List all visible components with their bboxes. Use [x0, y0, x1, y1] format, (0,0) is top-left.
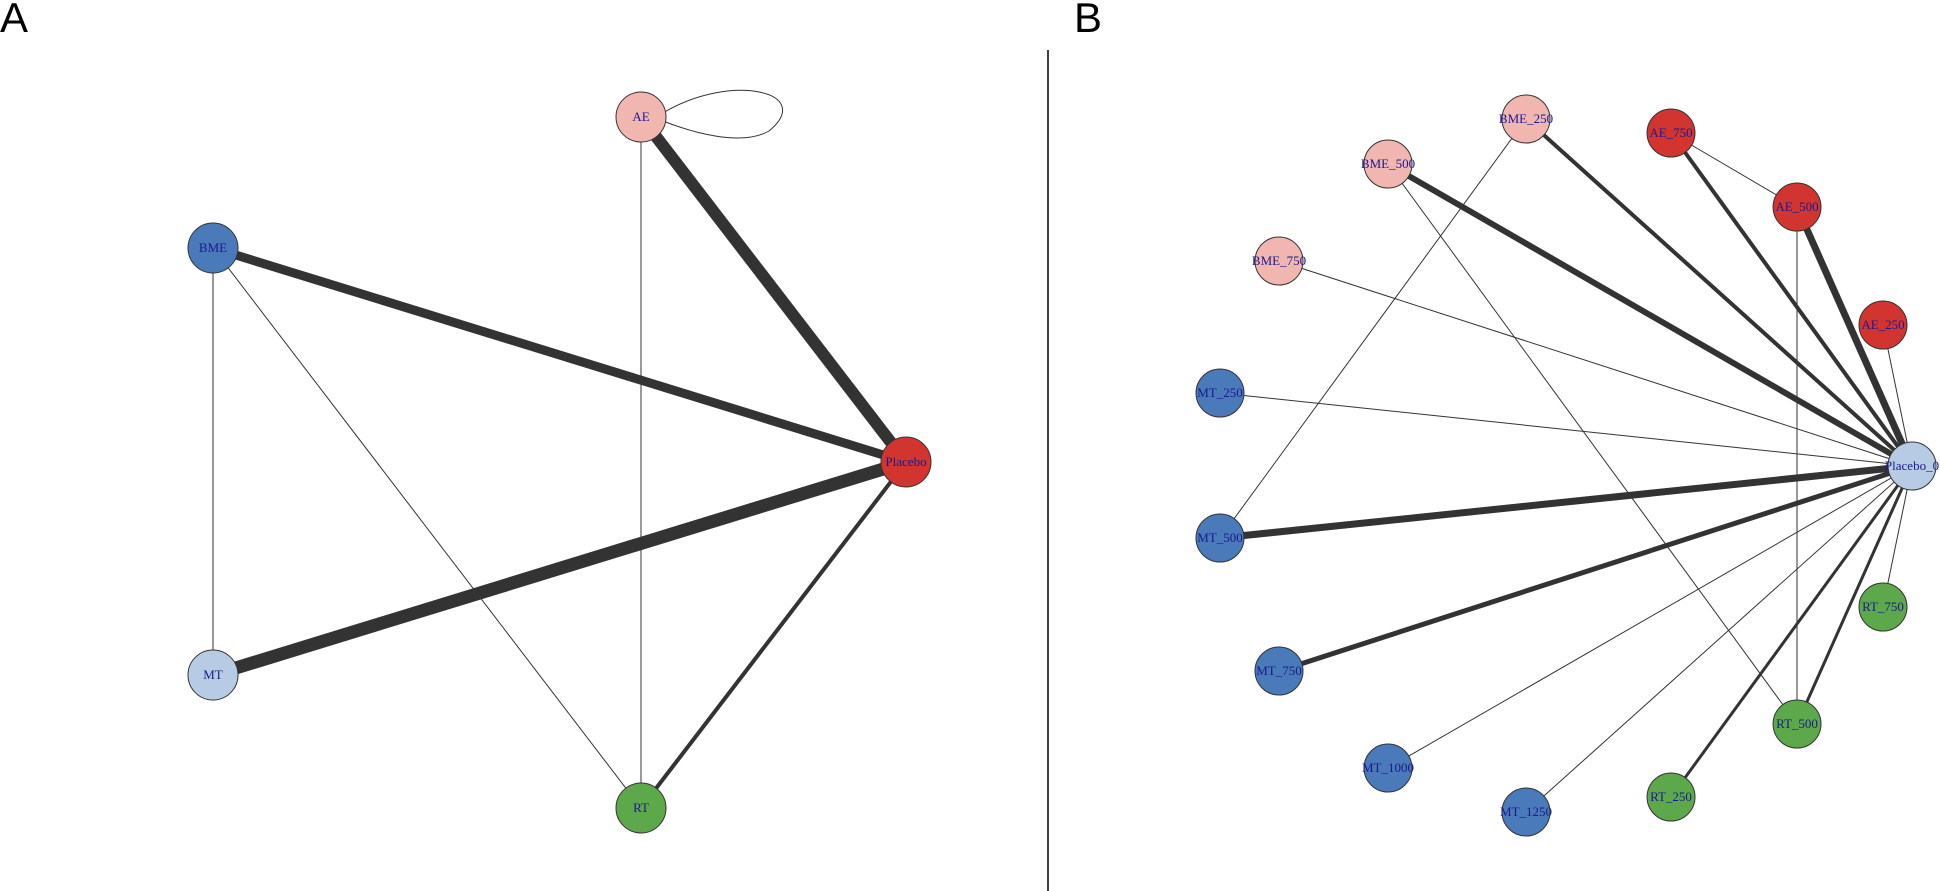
node-bme-500-label: BME_500: [1361, 156, 1415, 171]
node-mt-circle: [187, 649, 239, 701]
node-bme-500-circle: [1363, 139, 1413, 189]
node-placebo-circle: [880, 436, 932, 488]
node-bme-750: BME_750: [1252, 236, 1306, 286]
panel-b-label: B: [1074, 0, 1103, 41]
edge-mt-500-placebo-0: [1219, 462, 1913, 542]
node-mt-1250-label: MT_1250: [1500, 804, 1552, 819]
node-placebo-0-label: Placebo_0: [1885, 458, 1939, 473]
node-ae-250-circle: [1858, 300, 1908, 350]
node-rt: RT: [615, 782, 667, 834]
node-bme: BME: [187, 222, 239, 274]
node-rt-250-label: RT_250: [1650, 789, 1692, 804]
node-bme-750-label: BME_750: [1252, 253, 1306, 268]
edge-ae-500-placebo-0: [1793, 205, 1916, 468]
node-rt-750-circle: [1858, 582, 1908, 632]
node-mt-250-label: MT_250: [1197, 385, 1243, 400]
node-rt-500-label: RT_500: [1776, 716, 1818, 731]
node-mt-250: MT_250: [1195, 368, 1245, 418]
node-placebo-label: Placebo: [885, 454, 926, 469]
node-rt-circle: [615, 782, 667, 834]
edge-ae-placebo: [636, 113, 911, 466]
node-bme-250-label: BME_250: [1499, 111, 1553, 126]
node-ae-500-label: AE_500: [1775, 199, 1818, 214]
node-placebo-0-circle: [1887, 441, 1937, 491]
node-bme-500: BME_500: [1361, 139, 1415, 189]
node-placebo-0: Placebo_0: [1885, 441, 1939, 491]
node-ae-250-label: AE_250: [1861, 317, 1904, 332]
edge-bme-250-placebo-0: [1524, 117, 1914, 468]
node-ae-circle: [615, 91, 667, 143]
node-bme-label: BME: [199, 240, 227, 255]
node-ae-750-label: AE_750: [1649, 125, 1692, 140]
edge-mt-placebo: [211, 455, 908, 682]
node-mt-250-circle: [1195, 368, 1245, 418]
node-ae-250: AE_250: [1858, 300, 1908, 350]
edge-ae-750-placebo-0: [1669, 131, 1914, 468]
node-ae: AE: [615, 91, 667, 143]
edge-ae-self-loop: [662, 89, 783, 139]
node-rt-250: RT_250: [1646, 772, 1696, 822]
node-mt-750-circle: [1254, 646, 1304, 696]
node-mt-1000-label: MT_1000: [1362, 760, 1414, 775]
node-bme-750-circle: [1254, 236, 1304, 286]
node-rt-label: RT: [633, 800, 649, 815]
node-ae-label: AE: [632, 109, 649, 124]
edge-rt-placebo: [639, 460, 908, 810]
panel-a-label: A: [0, 0, 29, 41]
node-bme-circle: [187, 222, 239, 274]
node-mt-1250-circle: [1501, 787, 1551, 837]
node-mt-750-label: MT_750: [1256, 663, 1302, 678]
node-placebo: Placebo: [880, 436, 932, 488]
edge-bme-500-placebo-0: [1386, 161, 1914, 469]
node-ae-500-circle: [1772, 182, 1822, 232]
node-rt-750: RT_750: [1858, 582, 1908, 632]
edge-bme-rt: [212, 247, 642, 809]
edge-bme-500-rt-500: [1387, 163, 1798, 725]
edge-bme-250-mt-500: [1219, 118, 1527, 539]
node-mt-1000-circle: [1363, 743, 1413, 793]
node-mt-500-circle: [1195, 513, 1245, 563]
edge-mt-1250-placebo-0: [1525, 465, 1913, 813]
edge-bme-placebo: [211, 243, 908, 467]
node-mt: MT: [187, 649, 239, 701]
node-rt-500: RT_500: [1772, 699, 1822, 749]
node-mt-500: MT_500: [1195, 513, 1245, 563]
edge-rt-250-placebo-0: [1669, 465, 1914, 798]
node-rt-250-circle: [1646, 772, 1696, 822]
node-mt-750: MT_750: [1254, 646, 1304, 696]
edge-mt-750-placebo-0: [1278, 463, 1913, 674]
node-mt-1000: MT_1000: [1362, 743, 1414, 793]
edge-mt-1000-placebo-0: [1387, 465, 1913, 769]
node-rt-500-circle: [1772, 699, 1822, 749]
node-mt-500-label: MT_500: [1197, 530, 1243, 545]
node-mt-1250: MT_1250: [1500, 787, 1552, 837]
edges-layer: [211, 89, 1916, 813]
node-bme-250: BME_250: [1499, 94, 1553, 144]
node-ae-750-circle: [1646, 108, 1696, 158]
node-mt-label: MT: [203, 667, 223, 682]
node-ae-500: AE_500: [1772, 182, 1822, 232]
edge-bme-750-placebo-0: [1278, 260, 1913, 467]
edge-mt-250-placebo-0: [1219, 392, 1913, 467]
node-bme-250-circle: [1501, 94, 1551, 144]
edge-rt-500-placebo-0: [1795, 465, 1914, 725]
node-ae-750: AE_750: [1646, 108, 1696, 158]
node-rt-750-label: RT_750: [1862, 599, 1904, 614]
